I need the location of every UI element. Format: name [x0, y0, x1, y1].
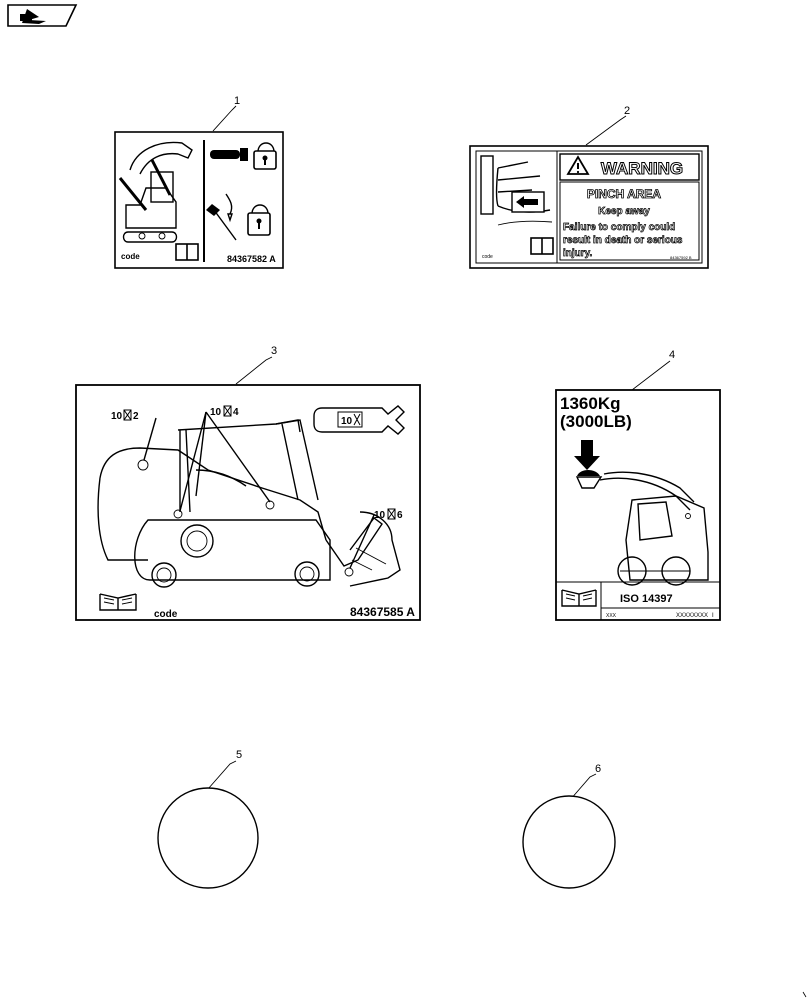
warning-line-2: result in death or serious — [563, 235, 683, 246]
decal-5-round: 5 — [157, 749, 259, 889]
capacity-kg: 1360Kg — [560, 394, 620, 413]
lock-pin-icon — [210, 142, 277, 170]
decal-1-lift-arm-lock: 1 — [114, 95, 284, 269]
loader-side-view-icon — [97, 419, 401, 588]
svg-text:10: 10 — [374, 510, 386, 521]
loader-front-view-icon — [599, 471, 709, 586]
decal-4-revision: I — [712, 613, 714, 619]
callout-2: 2 — [624, 105, 630, 117]
callout-3: 3 — [271, 345, 277, 357]
hand-pinch-icon — [480, 155, 553, 226]
manual-book-icon — [99, 593, 137, 611]
decal-4-part-number: XXXXXXXX — [676, 613, 708, 619]
decal-2-part-number: 84367592 B — [670, 255, 692, 260]
callout-4: 4 — [669, 349, 675, 361]
callout-5: 5 — [236, 749, 242, 761]
manual-book-icon — [561, 589, 597, 607]
manual-book-icon — [530, 237, 554, 255]
decal-2-code: code — [482, 254, 493, 260]
warning-line-3: injury. — [563, 248, 592, 259]
load-down-arrow-icon — [574, 440, 603, 489]
svg-text:10: 10 — [111, 411, 123, 422]
svg-text:2: 2 — [133, 411, 139, 422]
svg-text:6: 6 — [397, 510, 403, 521]
decal-3-part-number: 84367585 A — [350, 605, 415, 619]
callout-6: 6 — [595, 763, 601, 775]
decal-4-code: XXX — [606, 613, 617, 619]
lube-label-6-points: 10 6 — [349, 508, 403, 569]
svg-text:10: 10 — [210, 407, 222, 418]
decal-2-pinch-warning: 2 code WARNING PINCH AREA Keep away — [469, 105, 709, 269]
back-navigation-icon[interactable] — [7, 4, 78, 27]
warning-header: WARNING — [601, 159, 683, 178]
loader-arm-lowered-icon — [118, 141, 193, 243]
pinch-area-text: PINCH AREA — [587, 187, 662, 201]
iso-standard: ISO 14397 — [620, 593, 673, 605]
svg-text:10: 10 — [341, 416, 353, 427]
warning-triangle-icon — [566, 155, 590, 175]
decal-3-code: code — [154, 609, 178, 620]
lube-label-4-points: 10 4 — [179, 405, 271, 512]
decal-1-part-number: 84367582 A — [227, 254, 276, 264]
lube-label-2-points: 10 2 — [111, 409, 157, 461]
decal-1-code: code — [121, 252, 140, 261]
warning-line-1: Failure to comply could — [563, 222, 675, 233]
svg-text:4: 4 — [233, 407, 239, 418]
corner-mark — [802, 991, 807, 998]
decal-6-round: 6 — [522, 763, 616, 889]
decal-4-rated-capacity: 4 1360Kg (3000LB) ISO 14397 XXX — [555, 349, 721, 621]
unlock-pin-icon — [206, 193, 271, 241]
capacity-lb: (3000LB) — [560, 412, 632, 431]
decal-3-lubrication-points: 3 10 2 — [75, 345, 421, 621]
callout-1: 1 — [234, 95, 240, 107]
grease-gun-icon: 10 — [313, 405, 405, 435]
manual-book-icon — [175, 243, 199, 261]
keep-away-text: Keep away — [598, 206, 650, 217]
